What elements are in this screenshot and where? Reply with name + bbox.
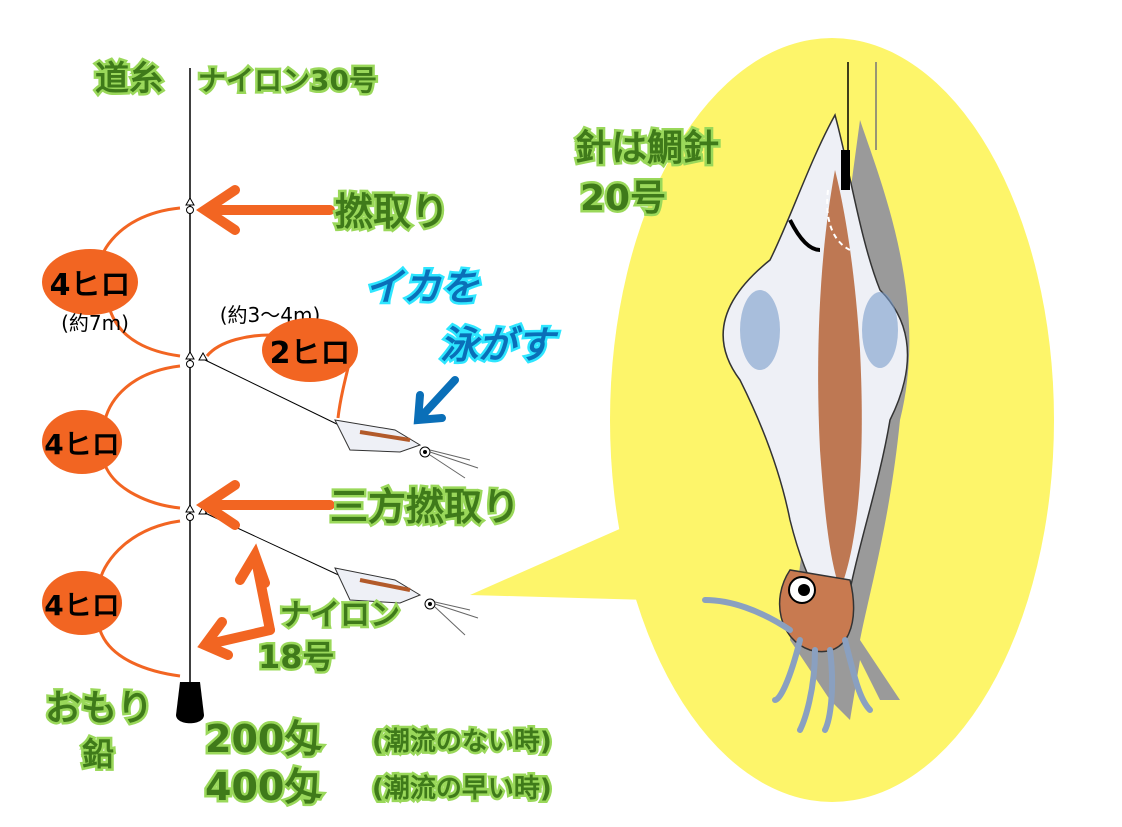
length-arcs <box>97 206 352 678</box>
branch-line-size: 18号 <box>258 638 335 676</box>
sinker-icon <box>176 682 204 724</box>
branch-line-label: ナイロン <box>280 598 400 633</box>
arrow-icon <box>195 185 335 660</box>
swim-squid-label-2: 泳がす <box>440 323 559 367</box>
length-label: 2ヒロ <box>270 336 351 371</box>
hook-size: 20号 <box>580 178 666 219</box>
length-badge-middle: 4ヒロ <box>42 410 122 474</box>
main-line-spec: ナイロン30号 <box>198 64 377 97</box>
sinker-label: おもり <box>45 688 153 729</box>
length-badge-upper: 4ヒロ <box>42 249 138 315</box>
length-note: (約7m) <box>61 311 129 335</box>
branch-line-upper <box>204 359 346 429</box>
length-badge-lower: 4ヒロ <box>42 571 122 635</box>
length-label: 4ヒロ <box>44 428 119 461</box>
length-badge-branch: 2ヒロ <box>262 318 358 382</box>
swivel <box>185 196 195 214</box>
small-squid-upper <box>334 419 479 479</box>
live-bait-squid-illustration <box>702 62 910 733</box>
main-line-label: 道糸 <box>95 59 163 99</box>
three-way-swivel-lower <box>185 503 208 521</box>
length-label: 4ヒロ <box>44 589 119 622</box>
small-squid-lower <box>334 567 479 636</box>
three-way-swivel-label: 三方撚取り <box>330 485 520 529</box>
three-way-swivel-upper <box>185 350 208 368</box>
weight-value: 200匁 <box>205 717 322 761</box>
sinker-material: 鉛 <box>82 735 114 773</box>
length-label: 4ヒロ <box>50 268 131 303</box>
weight-value: 400匁 <box>205 765 322 809</box>
weight-condition: (潮流のない時) <box>372 727 552 757</box>
swivel-label: 撚取り <box>335 190 449 234</box>
weight-condition: (潮流の早い時) <box>372 774 552 804</box>
swim-squid-label: イカを <box>365 265 480 309</box>
hook-label: 針は鯛針 <box>575 128 719 169</box>
swim-arrow-icon <box>413 376 459 425</box>
